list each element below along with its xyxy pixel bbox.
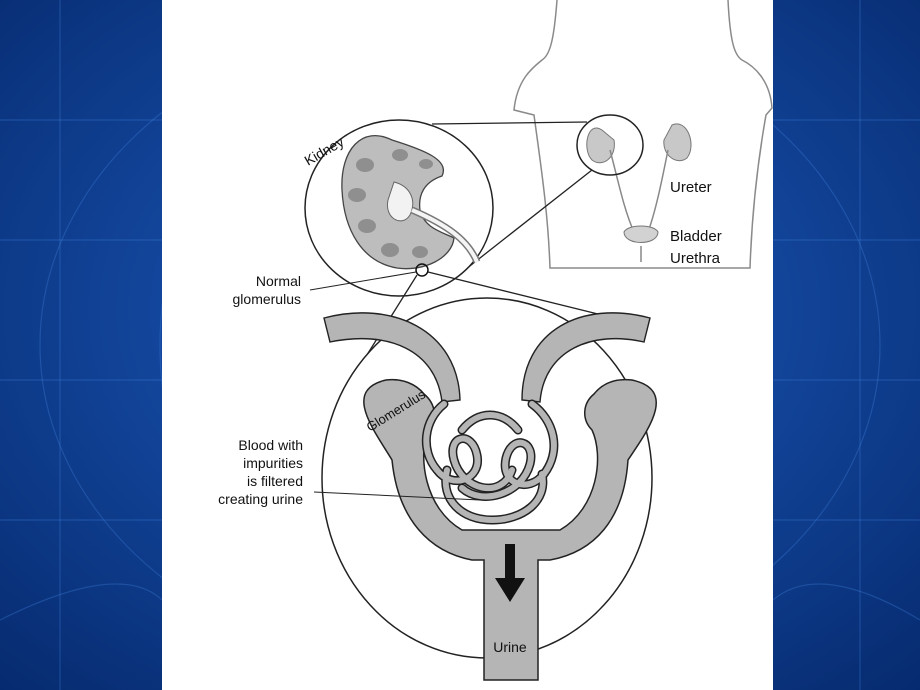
afferent-arteriole bbox=[323, 312, 461, 403]
bladder-shape bbox=[623, 225, 659, 243]
capillary-tuft-fill bbox=[423, 401, 557, 524]
zoom-line-top bbox=[431, 121, 588, 125]
label-filter-4: creating urine bbox=[218, 491, 303, 507]
normal-glomerulus-leader bbox=[309, 271, 417, 291]
torso-zoom-circle bbox=[576, 114, 644, 176]
efferent-arteriole bbox=[521, 312, 651, 403]
torso-kidney-left bbox=[586, 127, 615, 164]
filter-leader bbox=[313, 491, 481, 501]
label-bladder: Bladder bbox=[670, 228, 722, 245]
ureter-left bbox=[609, 149, 635, 233]
label-filter-2: impurities bbox=[243, 455, 303, 471]
label-filter-1: Blood with bbox=[238, 437, 303, 453]
glomerulus-marker bbox=[415, 263, 429, 277]
ureter-right bbox=[647, 149, 669, 233]
label-normal-glomerulus-2: glomerulus bbox=[233, 291, 301, 307]
renal-pelvis bbox=[386, 181, 414, 222]
label-filter-3: is filtered bbox=[247, 473, 303, 489]
label-normal-glomerulus-1: Normal bbox=[256, 273, 301, 289]
label-urethra: Urethra bbox=[670, 250, 721, 267]
urine-flow-arrow bbox=[495, 544, 525, 602]
torso-kidney-right bbox=[663, 123, 692, 162]
label-urine: Urine bbox=[493, 639, 527, 655]
kidney-glomerulus-diagram: Kidney Ureter Bladder Urethra Normal glo… bbox=[218, 0, 773, 681]
renal-pyramids bbox=[348, 149, 433, 258]
zoom-line-right bbox=[427, 271, 607, 317]
label-ureter: Ureter bbox=[670, 179, 712, 196]
torso-outline bbox=[513, 0, 773, 269]
